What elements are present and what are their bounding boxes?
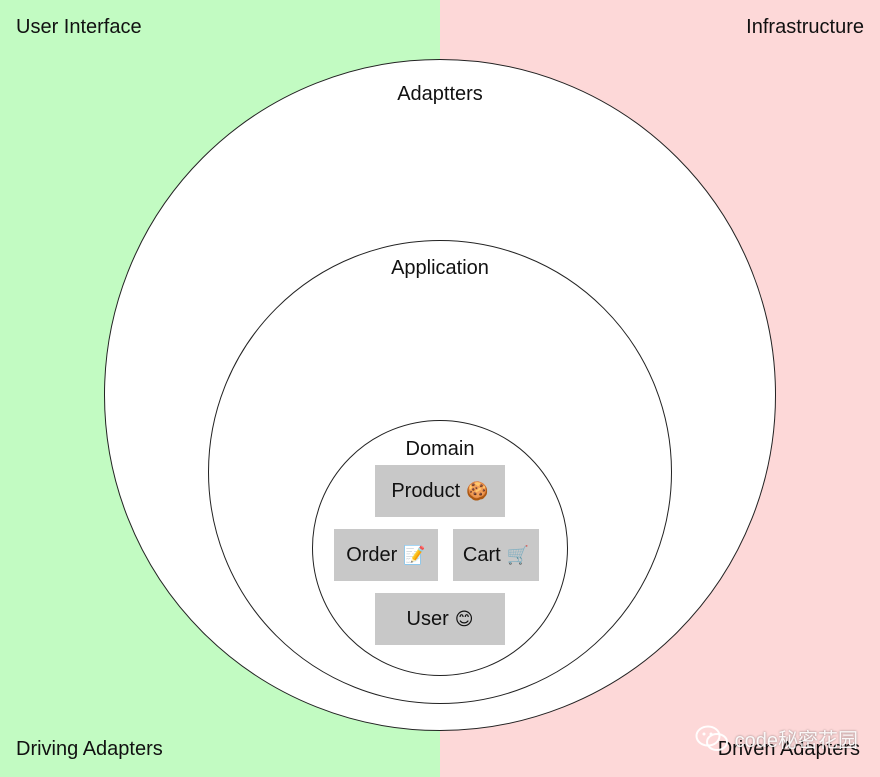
driving-adapters-label: Driving Adapters (16, 738, 163, 760)
watermark-text: code秘密花园 (734, 730, 858, 752)
wechat-icon (695, 725, 728, 751)
cart-entity-box: Cart 🛒 (453, 529, 539, 581)
domain-layer-label: Domain (405, 438, 475, 460)
infrastructure-label: Infrastructure (746, 16, 864, 38)
shopping-cart-icon: 🛒 (506, 544, 530, 566)
memo-icon: 📝 (403, 544, 426, 566)
smiling-face-icon: 😊 (454, 608, 474, 630)
watermark: code秘密花园 (695, 724, 858, 753)
cart-entity-label: Cart (462, 543, 501, 566)
adapters-layer-label: Adaptters (397, 83, 483, 105)
user-entity-box: User 😊 (375, 593, 505, 645)
cookie-icon: 🍪 (466, 480, 489, 502)
order-entity-box: Order 📝 (334, 529, 438, 581)
product-entity-label: Product (391, 479, 461, 502)
user-interface-label: User Interface (16, 16, 142, 38)
application-layer-label: Application (391, 257, 489, 279)
user-entity-label: User (406, 607, 449, 630)
driven-adapters-label: Driven Adapters (717, 738, 860, 760)
order-entity-label: Order (346, 543, 398, 566)
product-entity-box: Product 🍪 (375, 465, 505, 517)
